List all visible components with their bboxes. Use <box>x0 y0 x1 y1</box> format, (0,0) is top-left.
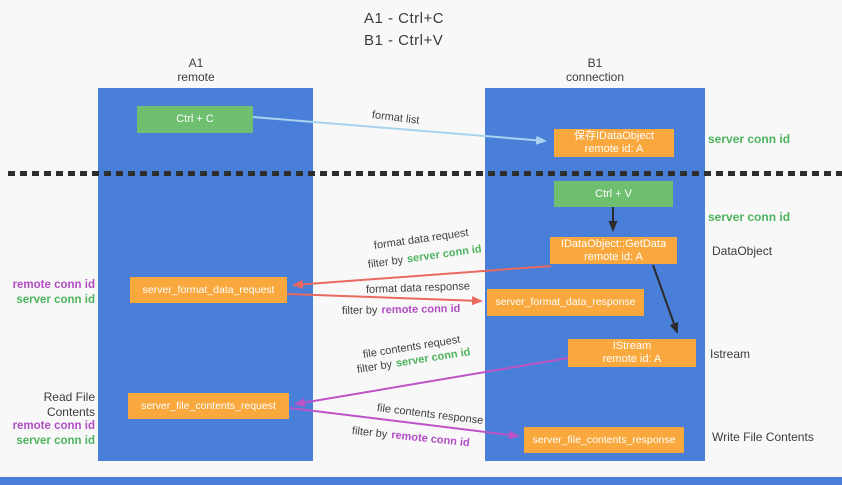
node-ctrl-v-label: Ctrl + V <box>595 187 632 200</box>
node-ctrl-c: Ctrl + C <box>137 106 253 133</box>
title-line-2: B1 - Ctrl+V <box>364 32 444 49</box>
edge-label-format-list: format list <box>371 109 421 127</box>
node-ctrl-c-label: Ctrl + C <box>176 113 214 125</box>
node-server-file-contents-response: server_file_contents_response <box>524 427 684 453</box>
node-istream: IStream remote id: A <box>568 339 696 367</box>
node-ctrl-v: Ctrl + V <box>554 181 673 207</box>
lane-b-role: connection <box>565 70 625 84</box>
side-label-dataobject: DataObject <box>712 244 773 258</box>
node-server-format-data-request: server_format_data_request <box>130 277 287 303</box>
node-server-file-contents-request: server_file_contents_request <box>128 393 289 419</box>
title-line-1: A1 - Ctrl+C <box>364 10 445 27</box>
side-label-server-conn-id-top: server conn id <box>708 132 791 146</box>
node-istream-line1: IStream <box>612 340 652 352</box>
node-file-response-label: server_file_contents_response <box>532 433 676 446</box>
node-save-idataobject: 保存IDataObject remote id: A <box>554 129 674 157</box>
left-server-conn-id-1: server conn id <box>16 293 95 306</box>
node-format-request-label: server_format_data_request <box>142 283 275 296</box>
edge-label-file-contents-response: file contents response <box>376 402 484 427</box>
node-idataobject-getdata: IDataObject::GetData remote id: A <box>550 237 677 264</box>
node-server-format-data-response: server_format_data_response <box>487 289 644 316</box>
side-label-server-conn-id-mid: server conn id <box>708 210 791 224</box>
node-getdata-line1: IDataObject::GetData <box>560 237 667 250</box>
lane-b-header: B1 connection <box>525 56 665 84</box>
left-labels-file-conn-ids: Read File Contents remote conn id server… <box>0 390 95 448</box>
node-istream-line2: remote id: A <box>602 353 662 365</box>
lane-b-id: B1 <box>587 56 603 70</box>
left-read-file-contents: Read File Contents <box>43 390 95 419</box>
node-getdata-line2: remote id: A <box>584 250 643 263</box>
lane-a-id: A1 <box>188 56 204 70</box>
left-remote-conn-id-1: remote conn id <box>12 279 95 291</box>
left-labels-format-conn-ids: remote conn id server conn id <box>0 278 95 307</box>
lane-a-role: remote <box>177 70 215 84</box>
lane-a-header: A1 remote <box>126 56 266 84</box>
side-label-istream: Istream <box>710 347 751 361</box>
node-save-idataobject-line1: 保存IDataObject <box>573 130 655 142</box>
node-format-response-label: server_format_data_response <box>495 296 636 308</box>
edge-label-format-data-response: format data response <box>365 280 471 296</box>
node-file-request-label: server_file_contents_request <box>141 399 276 412</box>
bottom-blue-strip <box>0 477 842 485</box>
diagram-title: A1 - Ctrl+C B1 - Ctrl+V <box>364 8 444 52</box>
left-remote-conn-id-2: remote conn id <box>12 420 95 432</box>
left-server-conn-id-2: server conn id <box>16 434 95 447</box>
side-label-write-file-contents: Write File Contents <box>712 430 814 444</box>
node-save-idataobject-line2: remote id: A <box>584 143 644 155</box>
session-divider-dashed-line <box>8 171 842 176</box>
